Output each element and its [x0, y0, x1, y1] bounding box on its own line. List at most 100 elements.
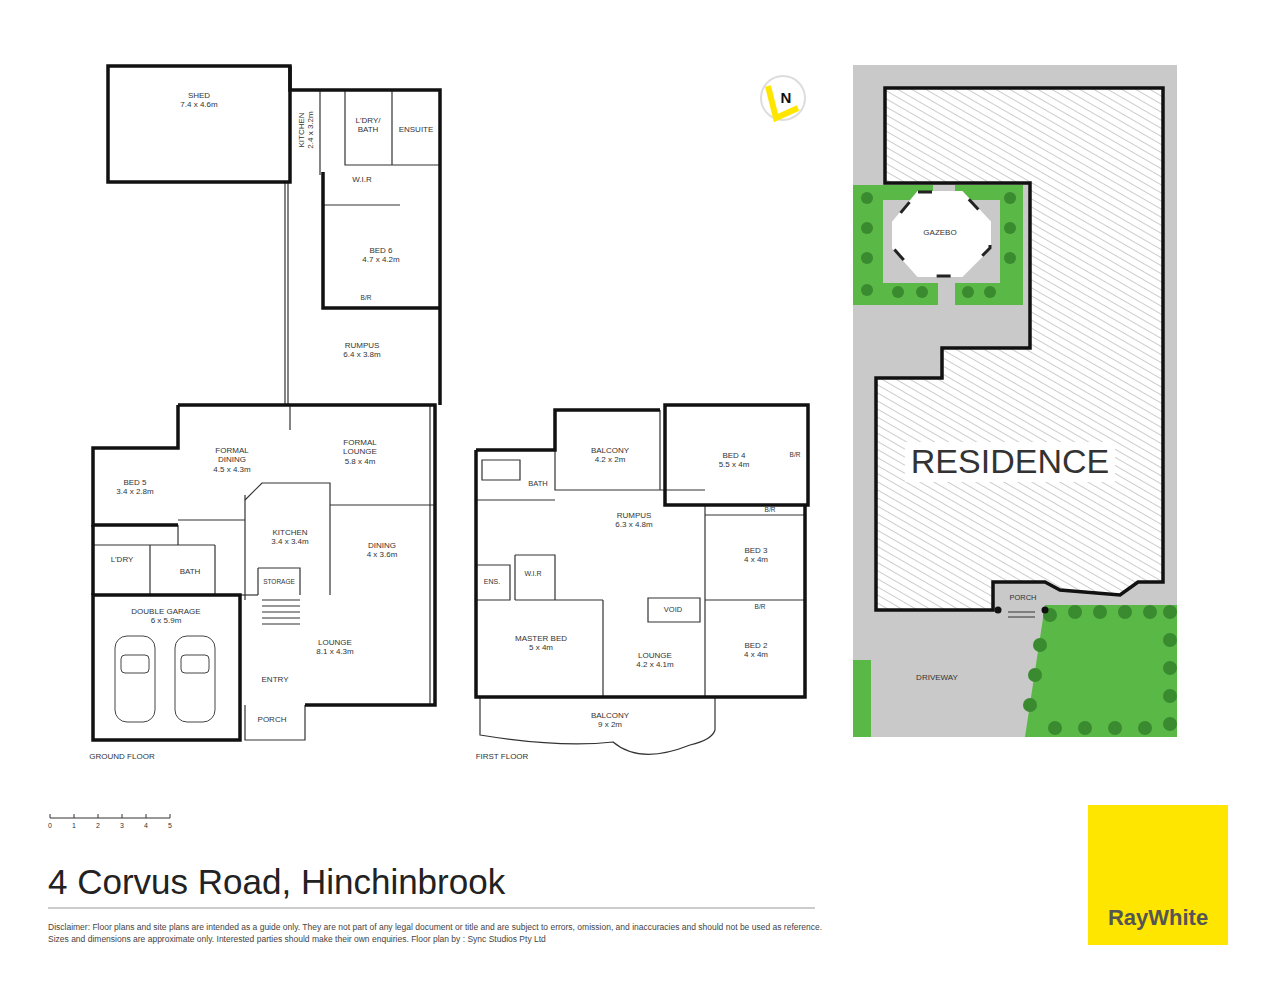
room-text: LOUNGE [318, 638, 352, 647]
trees [1028, 668, 1042, 682]
trees [1033, 638, 1047, 652]
room-text: 7.4 x 4.6m [180, 100, 217, 109]
room-text: 3.4 x 2.8m [116, 487, 153, 496]
hedges [853, 185, 1023, 305]
room-text: KITCHEN [272, 528, 307, 537]
hedges [1000, 185, 1023, 305]
trees [984, 286, 996, 298]
room-label: GAZEBO [918, 226, 962, 240]
room-label: DINING4 x 3.6m [347, 538, 417, 562]
room-label: W.I.R [332, 173, 392, 187]
room-label: PORCH [252, 713, 292, 727]
trees [861, 192, 873, 204]
room-label: FORMAL DINING4.5 x 4.3m [201, 440, 263, 480]
room-label: RESIDENCE [895, 438, 1125, 486]
room-label: LOUNGE8.1 x 4.3m [295, 635, 375, 659]
outer-walls [93, 595, 240, 740]
trees [1163, 689, 1177, 703]
room-text: 6 x 5.9m [151, 616, 182, 625]
room-label: VOID [653, 604, 693, 616]
room-text: VOID [664, 606, 682, 615]
trees [1068, 605, 1082, 619]
room-label: LOUNGE4.2 x 4.1m [615, 648, 695, 672]
room-label: PORCH [1005, 592, 1041, 604]
room-text: STORAGE [263, 578, 295, 585]
room-text: 4 x 3.6m [367, 550, 398, 559]
room-label: BED 53.4 x 2.8m [100, 472, 170, 502]
hedges [853, 283, 938, 305]
room-label: L'DRY [102, 553, 142, 567]
trees [1163, 661, 1177, 675]
car-symbols [121, 655, 149, 673]
room-text: L'DRY/ BATH [348, 116, 388, 134]
inner-walls [262, 600, 300, 624]
scale-number: 5 [168, 822, 172, 830]
room-text: L'DRY [111, 555, 134, 564]
built-in-robe: B/R [790, 451, 801, 458]
floor-heading: FIRST FLOOR [476, 753, 529, 762]
floor-heading: GROUND FLOOR [89, 753, 154, 762]
room-label: ENSUITE [394, 123, 438, 137]
room-label: BED 64.7 x 4.2m [331, 240, 431, 270]
room-label: BATH [174, 565, 206, 579]
room-text: W.I.R [524, 570, 541, 578]
room-text: BALCONY [591, 711, 629, 720]
inner-walls [245, 705, 305, 740]
car-symbols [175, 636, 215, 722]
porch-post [1042, 607, 1049, 614]
scale-number: 3 [120, 822, 124, 830]
trees [1118, 605, 1132, 619]
inner-walls [555, 410, 705, 490]
room-label: RUMPUS6.4 x 3.8m [307, 335, 417, 365]
room-label: KITCHEN3.4 x 3.4m [260, 525, 320, 549]
room-text: 2.4 x 3.2m [306, 111, 315, 148]
trees [1163, 633, 1177, 647]
room-text: RUMPUS [617, 511, 652, 520]
room-text: 5 x 4m [529, 643, 553, 652]
room-text: 8.1 x 4.3m [316, 647, 353, 656]
trees [861, 252, 873, 264]
room-label: KITCHEN2.4 x 3.2m [294, 90, 318, 170]
car-symbols [115, 636, 155, 722]
trees [1004, 252, 1016, 264]
inner-walls [285, 182, 288, 405]
room-label: MASTER BED5 x 4m [501, 631, 581, 655]
trees [892, 286, 904, 298]
scale-number: 2 [96, 822, 100, 830]
car-symbols [181, 655, 209, 673]
room-text: 9 x 2m [598, 720, 622, 729]
room-label: ENS. [478, 576, 506, 588]
compass-arrow [768, 86, 798, 118]
trees [1023, 698, 1037, 712]
lawn [1025, 605, 1177, 737]
scale-number: 4 [144, 822, 148, 830]
room-text: PORCH [1009, 594, 1036, 603]
trees [1023, 605, 1177, 735]
inner-walls [258, 568, 300, 595]
built-in-robe: B/R [361, 294, 372, 301]
inner-walls [482, 460, 520, 480]
room-label: RUMPUS6.3 x 4.8m [594, 508, 674, 532]
inner-walls [345, 90, 440, 165]
disclaimer: Disclaimer: Floor plans and site plans a… [48, 921, 823, 946]
title-rule [48, 908, 815, 909]
room-label: BED 45.5 x 4m [694, 448, 774, 472]
room-text: RUMPUS [345, 341, 380, 350]
built-in-robe: B/R [755, 603, 766, 610]
car-symbols [115, 636, 215, 722]
room-text: 4.5 x 4.3m [213, 465, 250, 474]
room-text: 5.8 x 4m [345, 457, 376, 466]
trees [1163, 605, 1177, 619]
room-label: FORMAL LOUNGE5.8 x 4m [327, 432, 393, 472]
room-text: 4.7 x 4.2m [362, 255, 399, 264]
room-text: 4.2 x 4.1m [636, 660, 673, 669]
porch-post [995, 607, 1002, 614]
trees [1108, 721, 1122, 735]
room-text: BATH [180, 567, 201, 576]
outer-walls [476, 405, 808, 697]
scale-number: 1 [72, 822, 76, 830]
room-label: SHED7.4 x 4.6m [139, 85, 259, 115]
room-text: BED 3 [744, 546, 767, 555]
